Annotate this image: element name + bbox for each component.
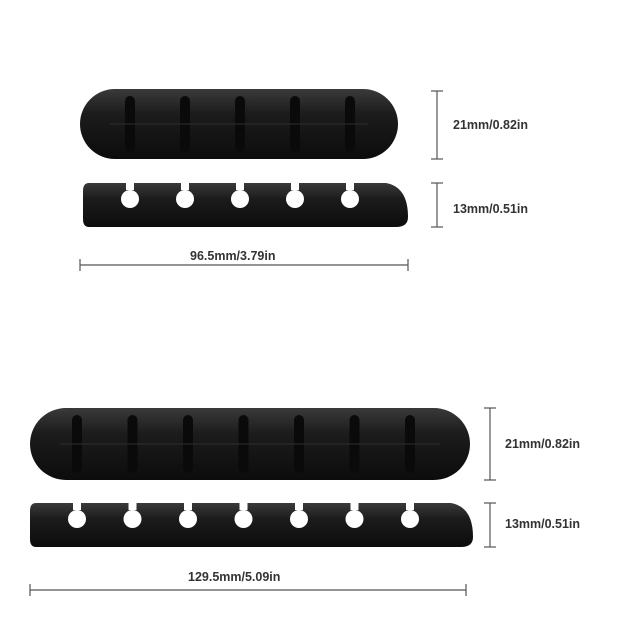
product-2-side-hole	[179, 510, 197, 528]
product-1-side-hole	[121, 190, 139, 208]
product-2-side-hole	[290, 510, 308, 528]
product-1-side-hole-opening	[346, 182, 354, 190]
product-2-depth-label: 13mm/0.51in	[505, 517, 581, 531]
product-2-side-hole	[68, 510, 86, 528]
product-1-side-hole	[286, 190, 304, 208]
product-2-side-hole	[123, 510, 142, 528]
product-1-side-hole-opening	[236, 182, 244, 190]
product-2-side-hole-opening	[295, 502, 303, 510]
product-2-height-label: 21mm/0.82in	[505, 437, 581, 451]
product-1-side-hole	[341, 190, 359, 208]
product-1-side-hole-opening	[291, 182, 299, 190]
product-2-side-view	[30, 503, 473, 547]
product-2-side-hole-opening	[128, 502, 137, 510]
product-2-side-hole-opening	[184, 502, 192, 510]
product-1-side-hole-opening	[126, 182, 134, 190]
product-1-depth-label: 13mm/0.51in	[453, 202, 529, 216]
product-2-side-hole	[345, 510, 364, 528]
product-1-side-hole	[231, 190, 249, 208]
product-2-side-hole-opening	[406, 502, 414, 510]
product-1-height-label: 21mm/0.82in	[453, 118, 529, 132]
product-2-length-label: 129.5mm/5.09in	[188, 570, 281, 584]
product-1-side-hole	[176, 190, 194, 208]
product-2-side-hole	[401, 510, 419, 528]
product-2-side-hole-opening	[73, 502, 81, 510]
product-1-length-label: 96.5mm/3.79in	[190, 249, 276, 263]
product-2-side-hole-opening	[350, 502, 359, 510]
product-2-side-hole	[234, 510, 253, 528]
product-1-side-hole-opening	[181, 182, 189, 190]
product-2-side-hole-opening	[239, 502, 248, 510]
